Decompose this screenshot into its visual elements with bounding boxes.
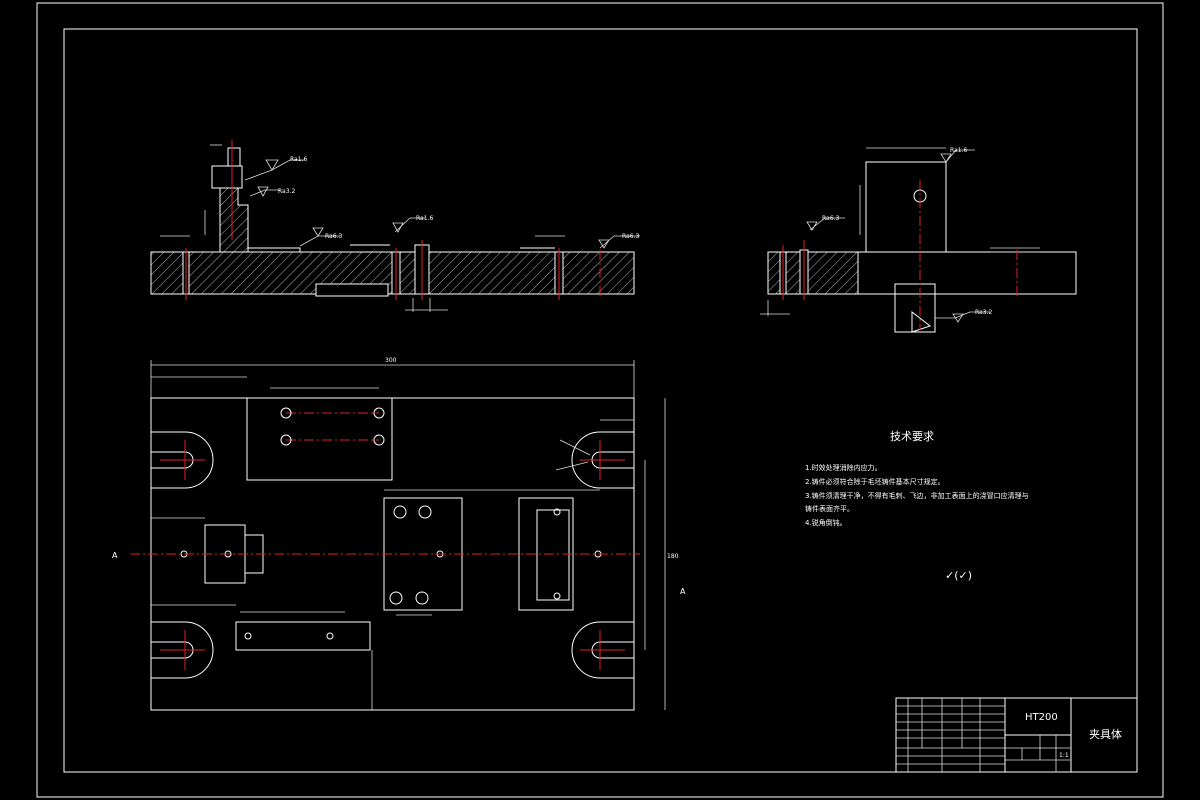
front-section-view: Ra1.6 Ra3.2 Ra6.3 Ra1.6 Ra6.3 <box>150 140 640 312</box>
overall-height-dim: 180 <box>667 553 679 560</box>
inner-frame <box>63 28 1138 773</box>
material: HT200 <box>1025 712 1058 723</box>
roughness-label: Ra1.6 <box>416 215 433 222</box>
overall-length-dim: 300 <box>385 357 397 364</box>
section-mark-a-right: A <box>680 587 686 596</box>
roughness-label: Ra6.3 <box>622 233 639 240</box>
tech-req-title: 技术要求 <box>890 430 934 443</box>
scale: 1:1 <box>1059 752 1069 759</box>
roughness-symbol: ✓(✓) <box>945 569 972 582</box>
roughness-label: Ra6.3 <box>822 215 839 222</box>
roughness-label: Ra3.2 <box>278 188 295 195</box>
tech-requirements: 技术要求 1.时效处理消除内应力。 2.铸件必须符合除于毛坯铸件基本尺寸规定。 … <box>805 430 1029 582</box>
section-mark-a-left: A <box>112 551 118 560</box>
part-name: 夹具体 <box>1089 727 1122 741</box>
roughness-label: Ra1.6 <box>950 147 967 154</box>
tech-req-item: 4.锐角倒钝。 <box>805 518 847 527</box>
tech-req-item: 1.时效处理消除内应力。 <box>805 463 882 472</box>
tech-req-item: 铸件表面齐平。 <box>805 504 854 513</box>
title-block: HT200 夹具体 1:1 <box>895 697 1138 773</box>
plan-view: 300 180 A A <box>112 357 686 711</box>
outer-border <box>36 2 1164 798</box>
side-section-view: Ra1.6 Ra6.3 Ra3.2 <box>760 147 1077 333</box>
tech-req-item: 3.铸件须清理干净，不得有毛刺、飞边，非加工表面上的浇冒口应清理与 <box>805 491 1029 500</box>
roughness-label: Ra3.2 <box>975 309 992 316</box>
roughness-label: Ra6.3 <box>325 233 342 240</box>
tech-req-item: 2.铸件必须符合除于毛坯铸件基本尺寸规定。 <box>805 477 945 486</box>
roughness-label: Ra1.6 <box>290 156 307 163</box>
